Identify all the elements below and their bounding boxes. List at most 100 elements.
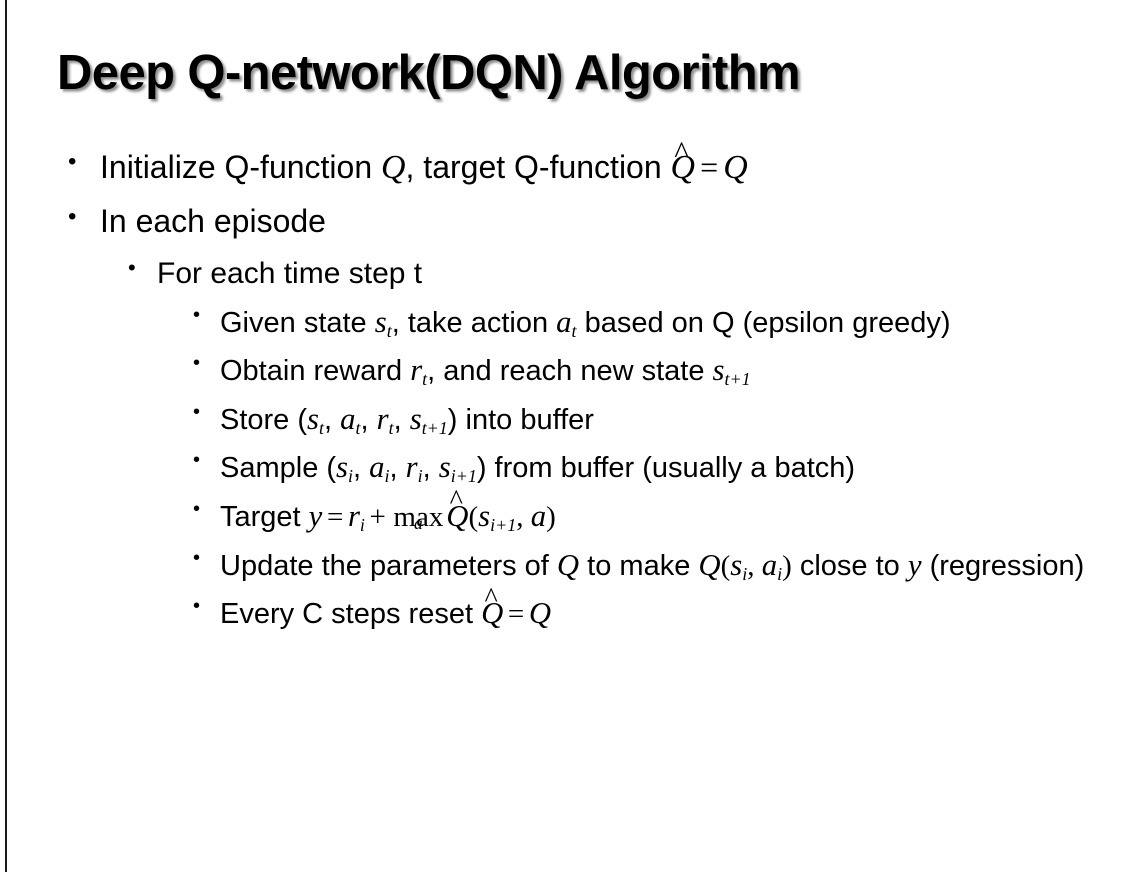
text-run: (regression) [921, 549, 1085, 582]
text-run: Sample ( [220, 452, 337, 485]
bullet-reset-target-network-text: Every C steps reset ^Q=Q [220, 584, 1100, 634]
bullet-marker-icon: • [193, 546, 201, 569]
text-run: , and reach new state [427, 355, 713, 388]
bullet-for-each-time-step: • For each time step t [0, 254, 1124, 293]
bullet-marker-icon: • [193, 497, 201, 520]
math-var-a: a [340, 401, 356, 436]
bullet-obtain-reward-text: Obtain reward rt, and reach new state st… [220, 350, 1100, 391]
bullet-update-parameters: • Update the parameters of Q to make Q(s… [0, 545, 1124, 586]
math-var-s: s [307, 401, 319, 436]
text-run: based on Q (epsilon greedy) [576, 306, 951, 339]
text-run: ) into buffer [447, 403, 594, 436]
bullet-marker-icon: • [193, 303, 201, 326]
math-glyph: Q [446, 498, 469, 533]
bullet-marker-icon: • [193, 449, 201, 472]
math-comma: , [516, 500, 531, 533]
math-var-s: s [438, 450, 451, 485]
text-run: , [422, 452, 439, 485]
text-run: Target [220, 500, 309, 533]
bullet-obtain-reward: • Obtain reward rt, and reach new state … [0, 350, 1124, 391]
math-sub-t: t [422, 369, 428, 390]
math-equals: = [507, 598, 525, 631]
text-run: ) from buffer (usually a batch) [476, 452, 856, 485]
bullet-given-state: • Given state st, take action at based o… [0, 302, 1124, 343]
math-sub-i-plus-1: i+1 [450, 466, 477, 487]
math-var-y: y [308, 498, 323, 533]
math-sub-t: t [571, 320, 577, 341]
math-var-r: r [376, 401, 389, 436]
bullet-store: • Store (st, at, rt, st+1) into buffer [0, 399, 1124, 440]
math-var-a: a [530, 498, 547, 533]
bullet-sample-text: Sample (si, ai, ri, si+1) from buffer (u… [220, 447, 1100, 488]
text-run: to make [579, 549, 699, 582]
text-run: , take action [391, 306, 557, 339]
math-var-q2: Q [723, 149, 748, 186]
text-run: , [389, 452, 406, 485]
bullet-update-parameters-text: Update the parameters of Q to make Q(si,… [220, 545, 1100, 586]
math-sub-i-plus-1: i+1 [490, 514, 517, 535]
math-sub-t: t [386, 320, 392, 341]
math-sub-t-plus-1: t+1 [421, 417, 448, 438]
left-edge-rule [5, 0, 7, 872]
math-var-s: s [478, 498, 491, 533]
math-var-r: r [410, 353, 423, 388]
math-max-label: max [393, 500, 444, 533]
text-run: , [353, 452, 370, 485]
text-run: , target Q-function [405, 149, 671, 185]
math-sub-i: i [348, 466, 354, 487]
math-comma: , [747, 549, 762, 582]
math-sub-t: t [319, 417, 324, 438]
math-sub-t-plus-1: t+1 [724, 369, 751, 390]
math-var-q: Q [556, 547, 580, 582]
math-paren-close: ) [546, 500, 556, 533]
math-sub-i: i [742, 563, 748, 584]
math-var-s: s [374, 304, 387, 339]
text-run: Given state [220, 306, 375, 339]
math-plus: + [369, 500, 386, 533]
math-paren-close: ) [782, 549, 792, 582]
math-sub-i: i [417, 466, 423, 487]
bullet-initialize: • Initialize Q-function Q, target Q-func… [0, 136, 1124, 190]
math-var-qhat: ^Q [670, 136, 696, 190]
math-var-s: s [336, 450, 349, 485]
math-var-q: Q [381, 149, 406, 186]
bullet-in-each-episode-text: In each episode [100, 203, 326, 240]
page-title: Deep Q-network(DQN) Algorithm [57, 46, 801, 100]
text-run: Store ( [220, 403, 308, 436]
bullet-for-each-time-step-text: For each time step t [157, 256, 423, 290]
math-var-a: a [369, 450, 385, 485]
math-paren-open: ( [468, 500, 479, 533]
math-sub-i: i [777, 563, 783, 584]
bullet-reset-target-network: • Every C steps reset ^Q=Q [0, 584, 1124, 634]
text-run: Obtain reward [220, 355, 411, 388]
math-var-q: Q [528, 596, 552, 631]
math-glyph: Q [670, 149, 696, 186]
text-run: Update the parameters of [220, 549, 557, 582]
math-sub-i: i [384, 466, 390, 487]
text-run: , [360, 403, 377, 436]
hat-accent-icon: ^ [484, 582, 498, 614]
bullet-marker-icon: • [193, 352, 201, 375]
math-var-s: s [730, 547, 743, 582]
math-var-q2: Q [698, 547, 721, 582]
math-var-a: a [761, 547, 778, 582]
bullet-marker-icon: • [128, 254, 136, 280]
math-var-s: s [409, 401, 422, 436]
math-sub-i: i [359, 514, 365, 535]
bullet-marker-icon: • [193, 400, 201, 423]
math-var-qhat: ^Q [446, 487, 469, 537]
math-paren-open: ( [720, 549, 731, 582]
math-var-qhat: ^Q [481, 584, 503, 634]
hat-accent-icon: ^ [449, 485, 463, 517]
text-run: close to [791, 549, 908, 582]
bullet-given-state-text: Given state st, take action at based on … [220, 302, 1100, 343]
math-sub-t: t [355, 417, 361, 438]
text-run: , [324, 403, 341, 436]
bullet-sample: • Sample (si, ai, ri, si+1) from buffer … [0, 447, 1124, 488]
bullet-marker-icon: • [193, 595, 201, 618]
math-var-a: a [556, 304, 572, 339]
math-var-y: y [907, 547, 922, 582]
hat-accent-icon: ^ [674, 134, 689, 170]
